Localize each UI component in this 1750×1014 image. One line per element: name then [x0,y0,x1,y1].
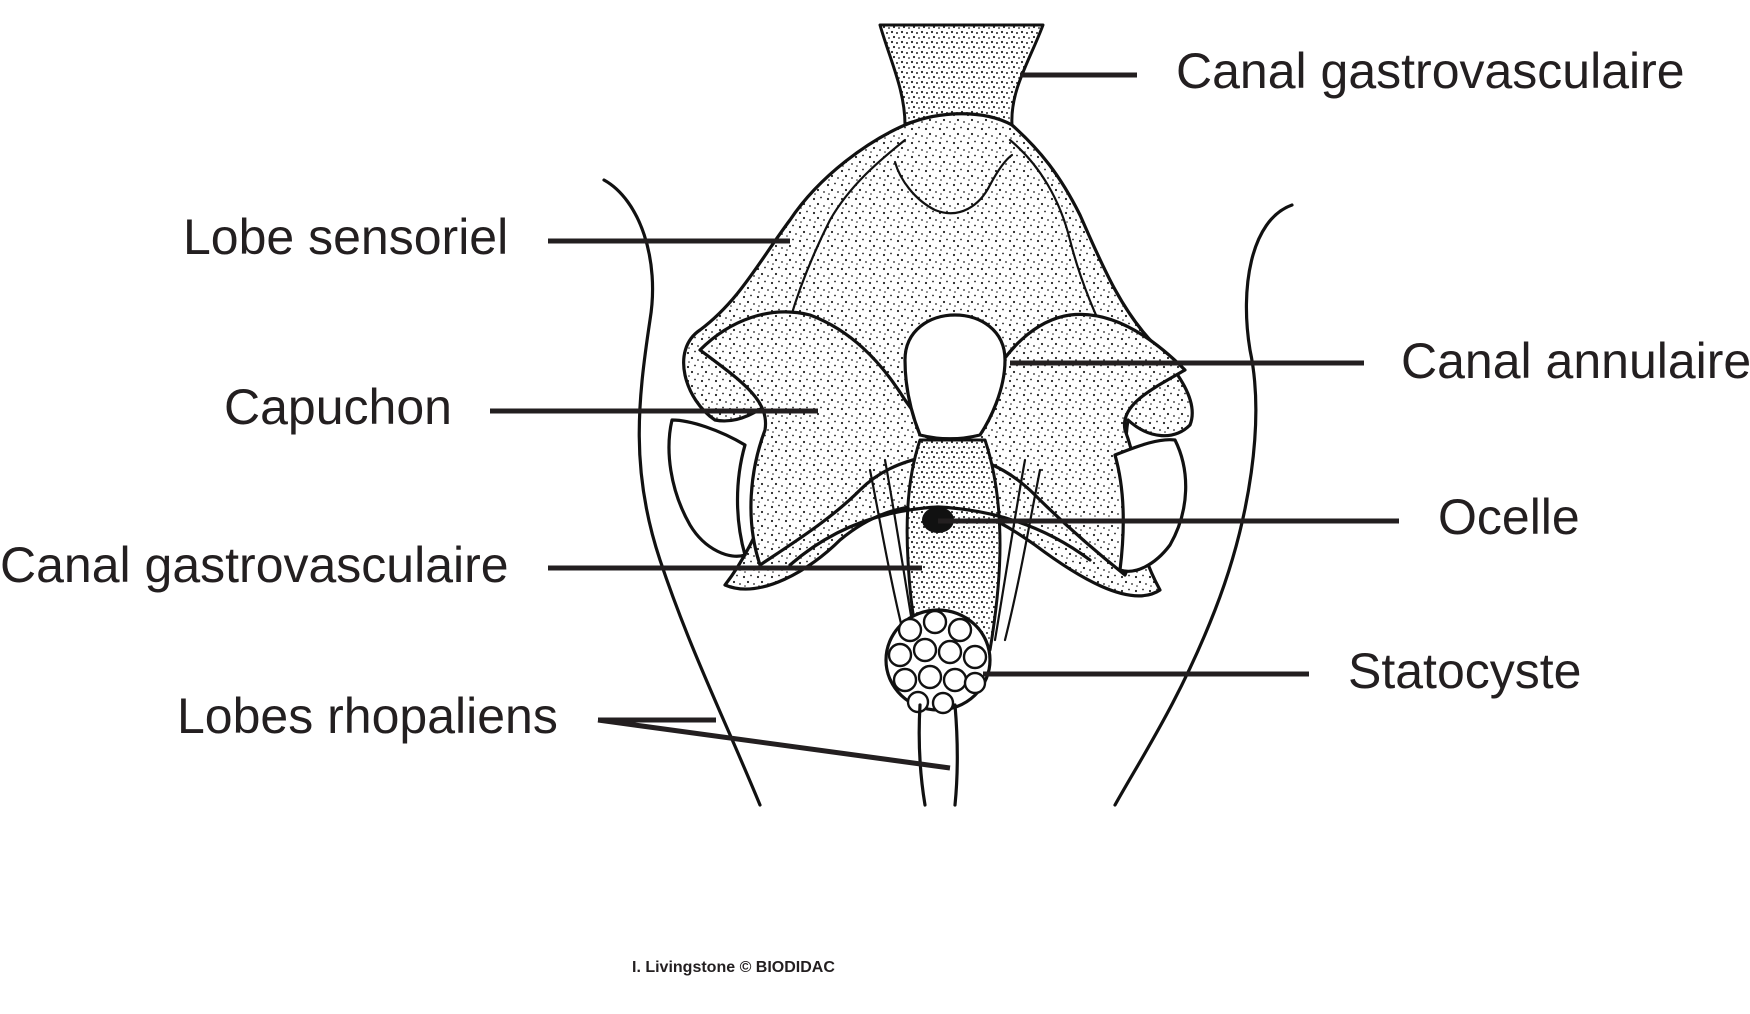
outer-lobe-left-outline [602,178,762,807]
ocelle-arc [788,505,1092,567]
label-lobes-rhopaliens: Lobes rhopaliens [177,688,558,744]
label-canal-gastrovasculaire-left: Canal gastrovasculaire [0,537,509,593]
leader-lines [490,72,1399,771]
rhopalium-stalk [917,703,959,807]
label-statocyste: Statocyste [1348,643,1581,699]
label-canal-gastrovasculaire-top: Canal gastrovasculaire [1176,43,1685,99]
illustration [602,23,1294,807]
label-canal-annulaire: Canal annulaire [1401,333,1750,389]
leader-lobes-rhopaliens-long [597,717,951,771]
outer-lobe-right-outline [1113,203,1294,807]
label-ocelle: Ocelle [1438,489,1580,545]
capuchon-left-arm [698,310,937,567]
central-chamber [903,313,1007,441]
label-lobe-sensoriel: Lobe sensoriel [183,209,508,265]
label-capuchon: Capuchon [224,379,452,435]
credit-line: I. Livingstone © BIODIDAC [632,959,835,976]
lateral-pad-left [667,418,747,558]
canal-longitudinal-lines [868,458,1042,642]
lateral-pad-right [1113,438,1188,573]
labels: Canal gastrovasculaire Lobe sensoriel Ca… [0,43,1750,744]
top-gastrovascular-canal-shape [878,23,1045,127]
statocyst-cluster [884,608,992,715]
annular-canal-inner-line [893,153,1014,215]
